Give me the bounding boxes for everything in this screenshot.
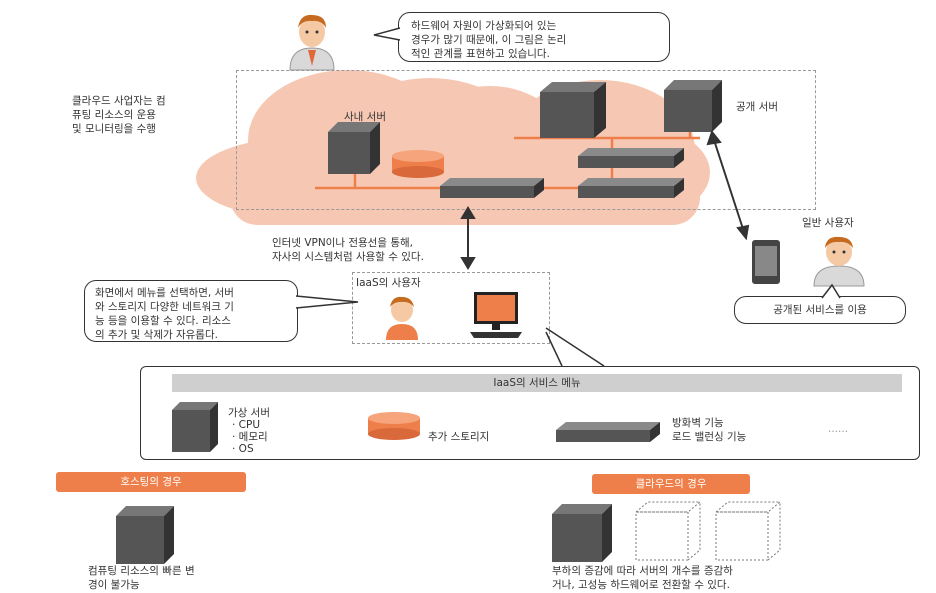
service-menu-title: IaaS의 서비스 메뉴: [172, 374, 902, 392]
public-server-icon: [664, 80, 722, 132]
top-bubble-tail: [373, 27, 401, 41]
public-service-bubble-tail: [821, 283, 841, 299]
network-functions-label: 방화벽 기능 로드 밸런싱 기능: [672, 417, 747, 443]
iaas-user-person-icon: [386, 296, 418, 340]
iaas-user-box: [352, 272, 550, 344]
hosting-tag: 호스팅의 경우: [56, 472, 246, 492]
more-items: ......: [828, 423, 849, 435]
public-server-icon: [540, 82, 606, 138]
menu-speech-bubble: 화면에서 메뉴를 선택하면, 서버 와 스토리지 다양한 네트워크 기 능 등을…: [84, 280, 298, 342]
scalable-server-placeholder-icon: [714, 501, 782, 561]
private-server-icon: [328, 122, 380, 174]
cloud-boundary: [236, 70, 816, 210]
cloud-case-tag: 클라우드의 경우: [592, 474, 750, 494]
private-server-label: 사내 서버: [344, 111, 386, 123]
iaas-user-label: IaaS의 사용자: [356, 277, 421, 289]
cloud-server-icon: [552, 504, 612, 562]
cloud-case-caption: 부하의 증감에 따라 서버의 개수를 증감하 거나, 고성능 하드웨어로 전환할…: [552, 565, 733, 591]
network-device-icon: [578, 178, 684, 198]
virtual-server-item: · 메모리: [232, 431, 268, 443]
network-function-icon: [556, 422, 660, 442]
hosting-caption: 컴퓨팅 리소스의 빠른 변 경이 불가능: [88, 565, 195, 591]
virtual-server-title: 가상 서버: [228, 407, 270, 419]
extra-storage-icon: [368, 412, 420, 440]
general-user-label: 일반 사용자: [802, 217, 854, 229]
public-server-label: 공개 서버: [736, 101, 778, 113]
virtual-server-item: · CPU: [232, 419, 261, 431]
general-user-person-icon: [813, 236, 865, 287]
private-storage-icon: [392, 150, 444, 178]
extra-storage-label: 추가 스토리지: [428, 431, 490, 443]
provider-note: 클라우드 사업자는 컴 퓨팅 리소스의 운용 및 모니터링을 수행: [72, 95, 166, 135]
smartphone-icon: [752, 240, 780, 284]
hosting-server-icon: [116, 506, 174, 564]
presenter-person-icon: [289, 14, 335, 71]
network-device-icon: [578, 148, 684, 168]
virtual-server-icon: [172, 402, 218, 452]
menu-bubble-tail: [295, 295, 359, 309]
public-service-bubble: 공개된 서비스를 이용: [734, 296, 906, 324]
network-note: 인터넷 VPN이나 전용선을 통해, 자사의 시스템처럼 사용할 수 있다.: [272, 237, 424, 263]
virtual-server-item: · OS: [232, 443, 254, 455]
computer-icon: [470, 292, 522, 338]
top-speech-bubble: 하드웨어 자원이 가상화되어 있는 경우가 많기 때문에, 이 그림은 논리 적…: [398, 12, 670, 62]
scalable-server-placeholder-icon: [634, 501, 702, 561]
network-device-icon: [440, 178, 544, 198]
